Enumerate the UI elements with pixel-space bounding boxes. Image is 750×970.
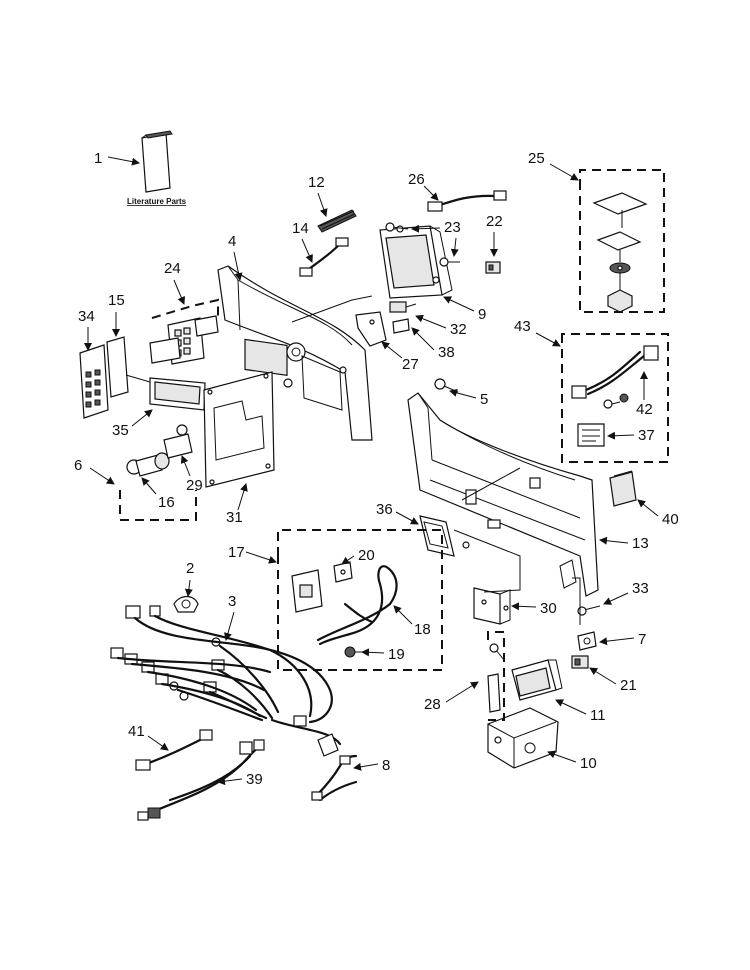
main-frame-13 [407, 378, 599, 597]
console-panel-4 [217, 265, 373, 441]
harness-8 [311, 754, 358, 802]
leader-line-13 [572, 577, 581, 625]
callout-6: 6 [74, 457, 82, 474]
callout-8: 8 [382, 757, 390, 774]
callout-15: 15 [108, 292, 125, 309]
callout-37: 37 [638, 427, 655, 444]
harness-39 [137, 739, 265, 821]
kit-25 [592, 192, 648, 313]
display-board-35 [149, 377, 206, 411]
group-outline-43 [561, 333, 669, 463]
literature-parts-label: Literature Parts [127, 197, 187, 206]
label-37 [577, 423, 605, 447]
callout-5: 5 [480, 391, 488, 408]
callout-24: 24 [164, 260, 181, 277]
group-outline-28 [487, 631, 505, 721]
callouts: 1 2 3 4 5 6 7 8 9 10 11 12 13 14 15 16 1 [74, 150, 679, 788]
clip-2 [173, 595, 199, 613]
callout-41: 41 [128, 723, 145, 740]
callout-10: 10 [580, 755, 597, 772]
part-38 [392, 318, 410, 334]
leader-line-panel [291, 295, 373, 323]
callout-2: 2 [186, 560, 194, 577]
connector-22 [485, 261, 501, 274]
callout-32: 32 [450, 321, 467, 338]
bracket-30 [473, 587, 511, 625]
callout-20: 20 [358, 547, 375, 564]
callout-16: 16 [158, 494, 175, 511]
overlay-34 [79, 344, 109, 419]
callout-42: 42 [636, 401, 653, 418]
callout-29: 29 [186, 477, 203, 494]
callout-9: 9 [478, 306, 486, 323]
callout-22: 22 [486, 213, 503, 230]
control-housing-9 [379, 225, 453, 299]
leader-line-frame [461, 467, 521, 501]
keypad-24 [149, 315, 219, 365]
group-outline-6 [119, 490, 197, 521]
part-32 [389, 301, 417, 313]
knob-16 [126, 452, 170, 477]
callout-36: 36 [376, 501, 393, 518]
callout-13: 13 [632, 535, 649, 552]
connector-21 [571, 655, 589, 669]
callout-17: 17 [228, 544, 245, 561]
switch-29 [163, 424, 193, 459]
callout-38: 38 [438, 344, 455, 361]
callout-1: 1 [94, 150, 102, 167]
callout-3: 3 [228, 593, 236, 610]
callout-34: 34 [78, 308, 95, 325]
bracket-15 [106, 336, 151, 398]
panel-cover-31 [203, 371, 293, 488]
screw-23 [385, 222, 409, 232]
callout-39: 39 [246, 771, 263, 788]
screw-28 [487, 643, 505, 713]
ribbon-cable-14 [299, 237, 349, 277]
literature-book [141, 130, 173, 193]
cable-18 [316, 565, 398, 646]
callout-18: 18 [414, 621, 431, 638]
leader-line-36 [453, 529, 521, 593]
callout-27: 27 [402, 356, 419, 373]
callout-28: 28 [424, 696, 441, 713]
screw-23b [439, 257, 460, 267]
callout-21: 21 [620, 677, 637, 694]
callout-33: 33 [632, 580, 649, 597]
module-40 [609, 470, 637, 507]
switch-assembly-20 [291, 561, 353, 613]
callout-11: 11 [590, 707, 606, 724]
harness-26 [427, 190, 507, 212]
screw-33 [577, 605, 601, 616]
ribbon-cable-12 [317, 209, 357, 233]
bracket-36 [419, 515, 470, 557]
callout-23: 23 [444, 219, 461, 236]
callout-43: 43 [514, 318, 531, 335]
callout-31: 31 [226, 509, 243, 526]
group-outline-25 [579, 169, 665, 313]
callout-35: 35 [112, 422, 129, 439]
callout-12: 12 [308, 174, 325, 191]
callout-30: 30 [540, 600, 557, 617]
callout-7: 7 [638, 631, 646, 648]
callout-4: 4 [228, 233, 236, 250]
group-outline-24 [151, 298, 219, 319]
bracket-27 [355, 311, 387, 347]
box-10 [487, 707, 559, 769]
callout-26: 26 [408, 171, 425, 188]
callout-25: 25 [528, 150, 545, 167]
group-outline-17 [277, 529, 443, 671]
callout-40: 40 [662, 511, 679, 528]
harness-42 [571, 345, 659, 409]
jumper-41 [135, 729, 213, 771]
terminal-7 [577, 631, 597, 651]
callout-14: 14 [292, 220, 309, 237]
callout-19: 19 [388, 646, 405, 663]
module-11 [511, 659, 563, 701]
main-harness-3 [110, 605, 342, 757]
